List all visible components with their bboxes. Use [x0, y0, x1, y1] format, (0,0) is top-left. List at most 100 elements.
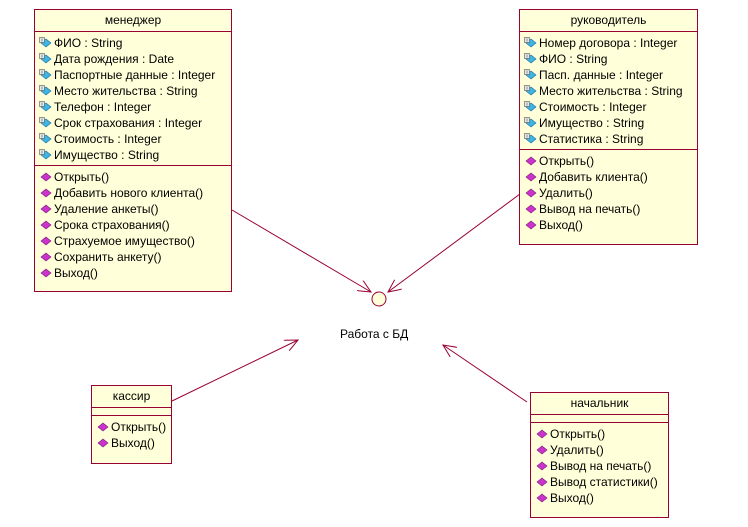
operation-row[interactable]: Удаление анкеты() [35, 201, 231, 217]
attribute-icon [524, 133, 537, 144]
class-name: руководитель [520, 10, 697, 32]
attribute-row[interactable]: Пасп. данные : Integer [520, 67, 697, 83]
operation-icon [40, 236, 52, 246]
operation-text: Выход() [54, 266, 98, 280]
attribute-icon [39, 149, 52, 160]
attribute-row[interactable]: Имущество : String [35, 147, 231, 163]
operation-row[interactable]: Вывод на печать() [531, 458, 668, 474]
interface-lollipop[interactable] [371, 291, 387, 307]
attributes-compartment [531, 415, 668, 423]
operation-text: Вывод на печать() [539, 202, 641, 216]
operation-text: Удаление анкеты() [54, 202, 159, 216]
attribute-row[interactable]: Срок страхования : Integer [35, 115, 231, 131]
operation-text: Добавить клиента() [539, 170, 648, 184]
attribute-row[interactable]: ФИО : String [520, 51, 697, 67]
operation-row[interactable]: Открыть() [520, 153, 697, 169]
attribute-text: Стоимость : Integer [54, 132, 162, 146]
operation-text: Выход() [111, 436, 155, 450]
operation-icon [525, 188, 537, 198]
operation-row[interactable]: Удалить() [520, 185, 697, 201]
attribute-row[interactable]: Стоимость : Integer [520, 99, 697, 115]
operation-icon [97, 422, 109, 432]
operation-text: Страхуемое имущество() [54, 234, 195, 248]
operation-text: Вывод статистики() [550, 475, 658, 489]
class-name: кассир [92, 386, 171, 408]
operation-row[interactable]: Добавить нового клиента() [35, 185, 231, 201]
operation-row[interactable]: Выход() [92, 435, 171, 451]
operation-row[interactable]: Удалить() [531, 442, 668, 458]
operation-row[interactable]: Вывод на печать() [520, 201, 697, 217]
attribute-icon [524, 85, 537, 96]
operation-icon [525, 172, 537, 182]
class-name: менеджер [35, 10, 231, 32]
operation-row[interactable]: Открыть() [531, 426, 668, 442]
operation-icon [536, 445, 548, 455]
operation-icon [525, 204, 537, 214]
attribute-icon [524, 117, 537, 128]
attribute-icon [524, 101, 537, 112]
attribute-text: Телефон : Integer [54, 100, 152, 114]
attribute-text: Паспортные данные : Integer [54, 68, 216, 82]
operations-compartment: Открыть() Выход() [92, 416, 171, 463]
attribute-text: Место жительства : String [539, 84, 683, 98]
operation-row[interactable]: Выход() [531, 490, 668, 506]
operation-icon [40, 188, 52, 198]
operation-text: Удалить() [539, 186, 593, 200]
operations-compartment: Открыть()Добавить нового клиента()Удален… [35, 166, 231, 291]
operation-icon [40, 172, 52, 182]
operation-text: Срока страхования() [54, 218, 170, 232]
operation-row[interactable]: Срока страхования() [35, 217, 231, 233]
operation-row[interactable]: Выход() [35, 265, 231, 281]
attribute-row[interactable]: Имущество : String [520, 115, 697, 131]
operation-row[interactable]: Вывод статистики() [531, 474, 668, 490]
attribute-icon [39, 85, 52, 96]
attribute-text: ФИО : String [54, 36, 123, 50]
attribute-icon [524, 69, 537, 80]
operation-row[interactable]: Открыть() [92, 419, 171, 435]
attribute-row[interactable]: Место жительства : String [520, 83, 697, 99]
attribute-row[interactable]: Стоимость : Integer [35, 131, 231, 147]
attribute-row[interactable]: ФИО : String [35, 35, 231, 51]
attribute-text: Имущество : String [539, 116, 645, 130]
attribute-text: Срок страхования : Integer [54, 116, 203, 130]
attribute-icon [39, 37, 52, 48]
operation-text: Открыть() [111, 420, 167, 434]
operation-text: Вывод на печать() [550, 459, 652, 473]
attribute-row[interactable]: Телефон : Integer [35, 99, 231, 115]
operations-compartment: Открыть()Удалить()Вывод на печать() Вывод… [531, 423, 668, 517]
class-name: начальник [531, 393, 668, 415]
operation-row[interactable]: Сохранить анкету() [35, 249, 231, 265]
operation-icon [536, 429, 548, 439]
attribute-row[interactable]: Номер договора : Integer [520, 35, 697, 51]
chief-to-interface-arrow [443, 345, 528, 403]
operation-icon [536, 493, 548, 503]
operation-icon [40, 204, 52, 214]
attribute-icon [39, 133, 52, 144]
attribute-row[interactable]: Дата рождения : Date [35, 51, 231, 67]
operation-row[interactable]: Открыть() [35, 169, 231, 185]
operation-icon [97, 438, 109, 448]
operation-text: Открыть() [550, 427, 606, 441]
attribute-icon [39, 53, 52, 64]
operation-row[interactable]: Страхуемое имущество() [35, 233, 231, 249]
operation-row[interactable]: Добавить клиента() [520, 169, 697, 185]
attribute-text: Номер договора : Integer [539, 36, 678, 50]
attribute-text: Статистика : String [539, 132, 644, 146]
operation-icon [40, 252, 52, 262]
attribute-text: Дата рождения : Date [54, 52, 174, 66]
attribute-text: Место жительства : String [54, 84, 198, 98]
operation-icon [525, 156, 537, 166]
operation-icon [40, 268, 52, 278]
attributes-compartment [92, 408, 171, 416]
attribute-row[interactable]: Место жительства : String [35, 83, 231, 99]
attribute-row[interactable]: Паспортные данные : Integer [35, 67, 231, 83]
operation-row[interactable]: Выход() [520, 217, 697, 233]
operations-compartment: Открыть()Добавить клиента() Удалить() Выво… [520, 150, 697, 244]
attribute-row[interactable]: Статистика : String [520, 131, 697, 147]
